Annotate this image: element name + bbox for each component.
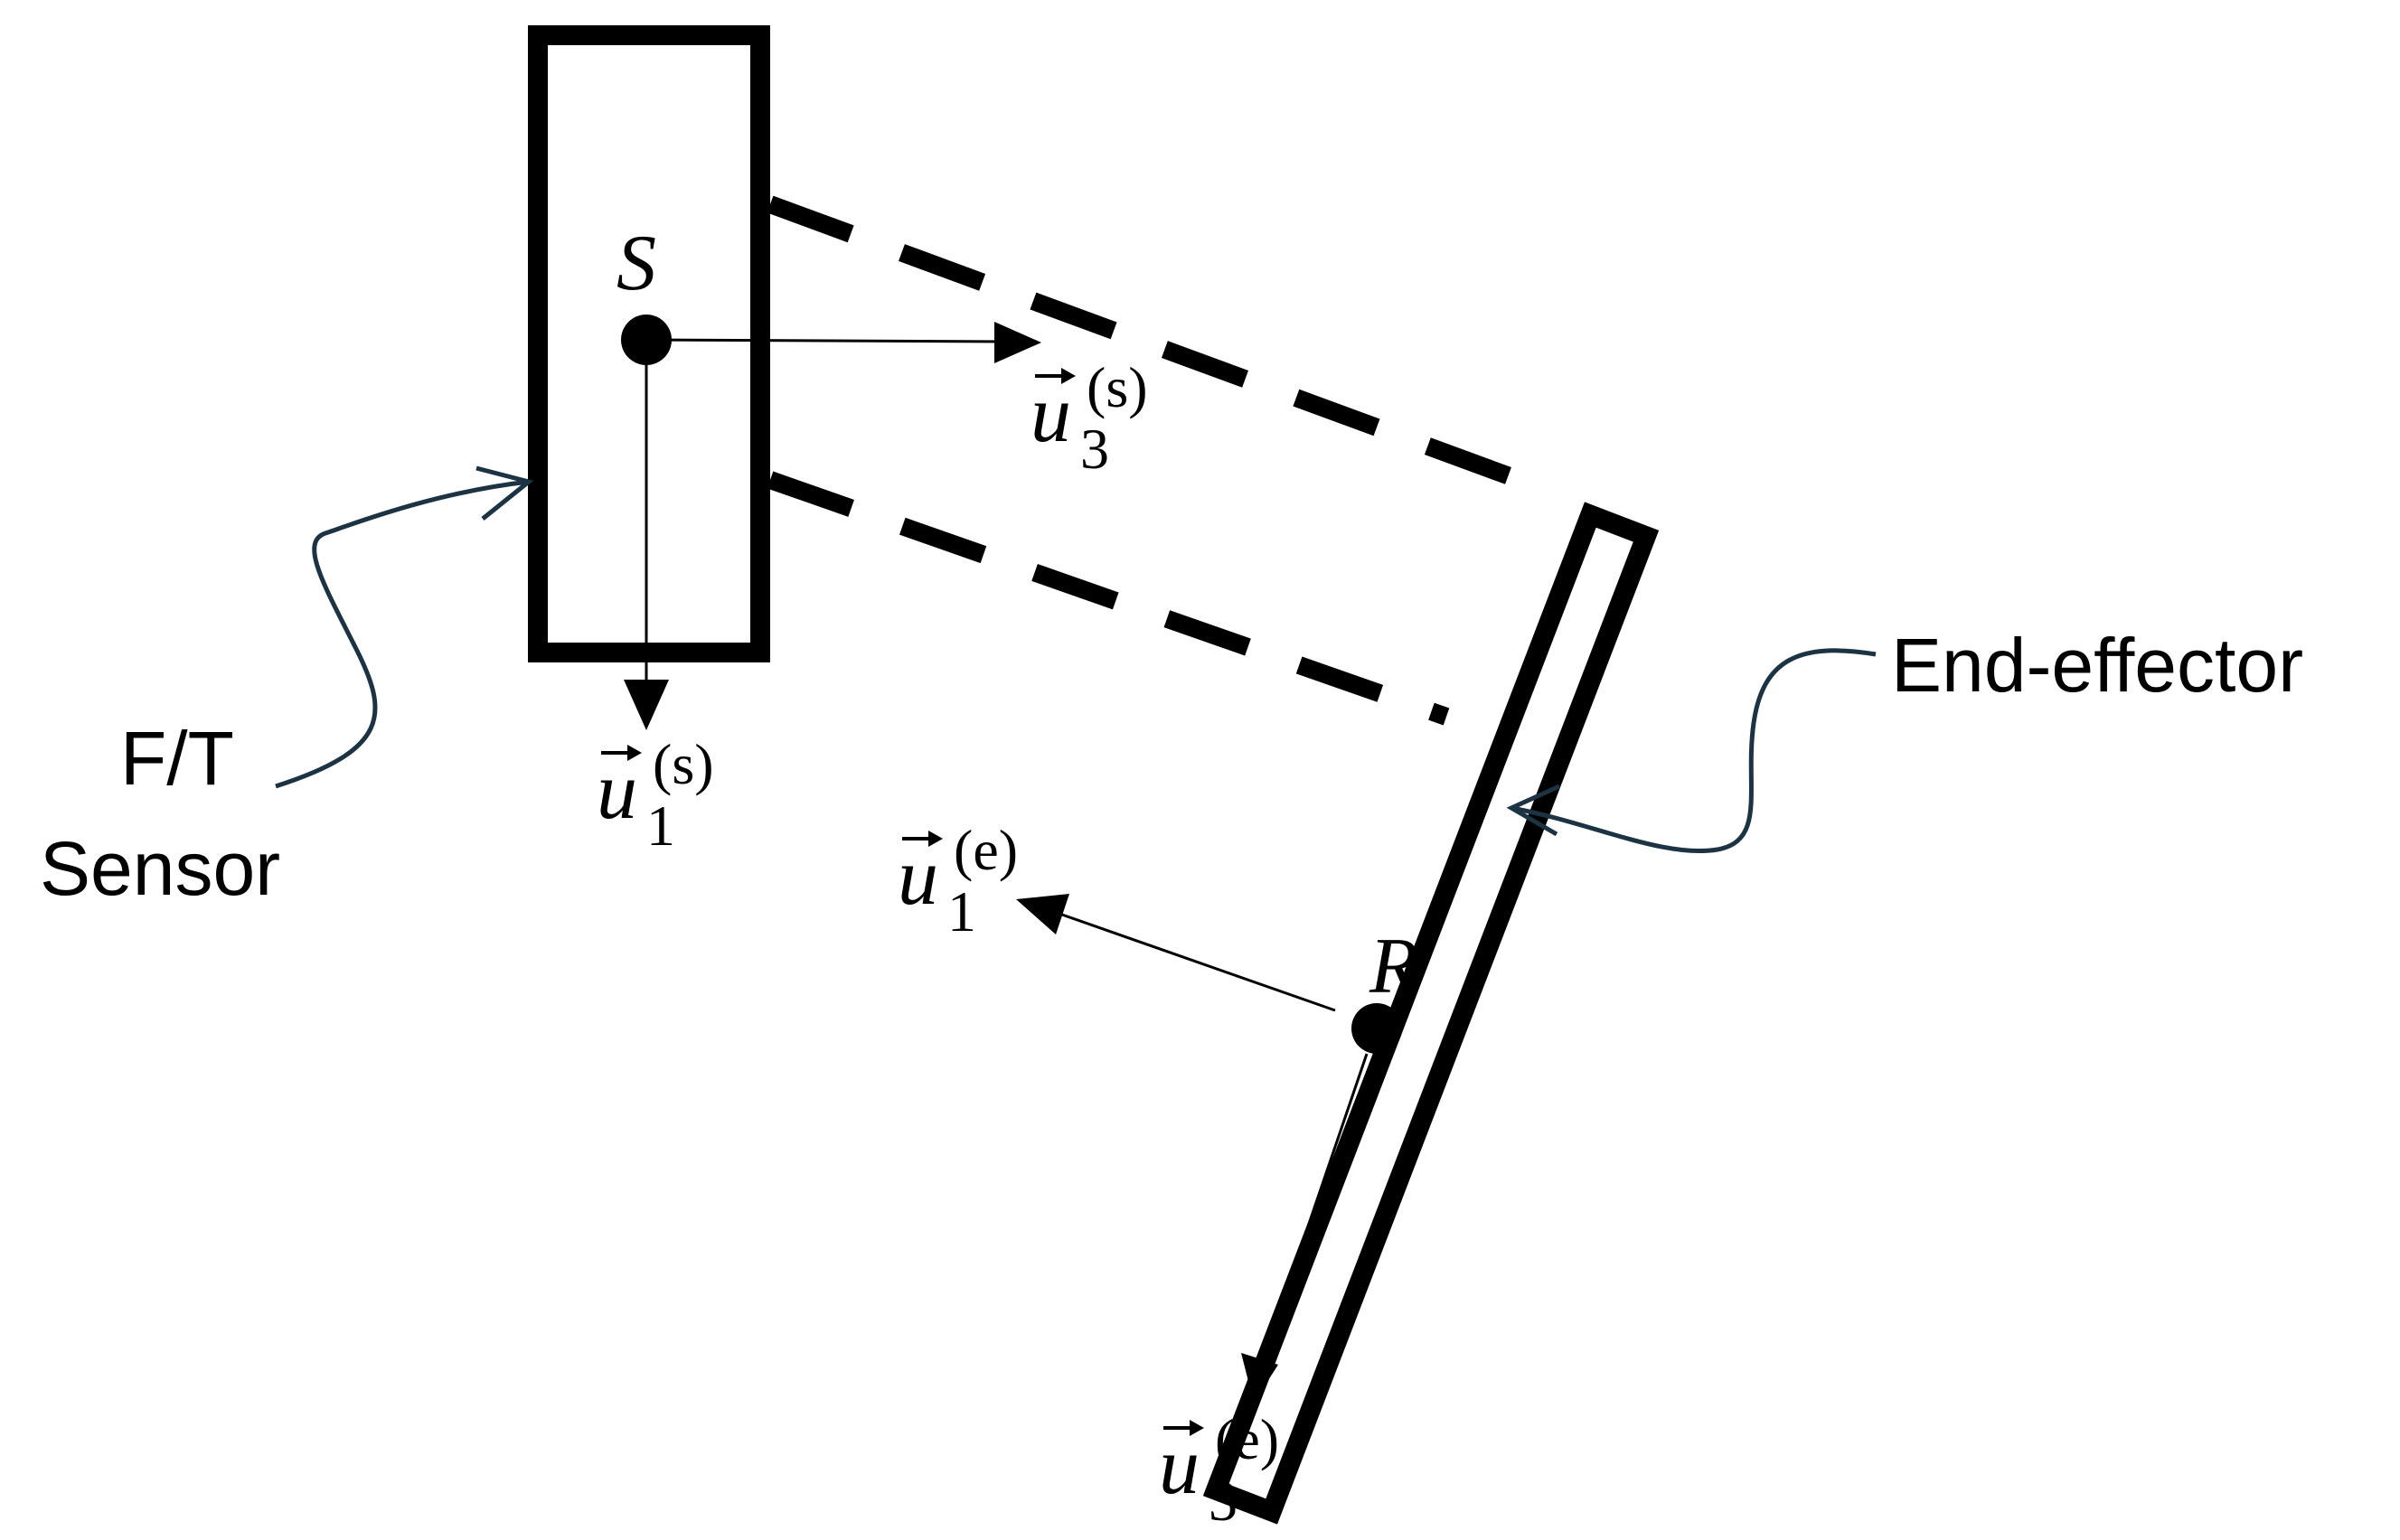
svg-text:(e): (e) — [1215, 1407, 1279, 1471]
dashed-link-upper — [767, 195, 1540, 495]
svg-text:(s): (s) — [653, 732, 714, 796]
end-effector-body — [1202, 502, 1660, 1525]
svg-text:u: u — [1159, 1422, 1200, 1511]
svg-text:u: u — [597, 747, 637, 836]
axis-u3s-shaft — [645, 338, 1004, 343]
point-r-dot — [1351, 1003, 1402, 1054]
point-s-label: S — [616, 220, 656, 307]
point-r-label: R — [1369, 923, 1418, 1010]
svg-text:1: 1 — [646, 793, 675, 858]
axis-u3e-shaft — [1262, 1053, 1369, 1357]
axis-u1e-shaft — [1059, 912, 1336, 1012]
end-effector-label: End-effector — [1891, 623, 2303, 708]
axis-u3e-arrowhead — [1241, 1353, 1278, 1403]
ft-sensor-callout-arrowhead — [475, 465, 534, 521]
svg-text:u: u — [1031, 370, 1071, 459]
svg-text:1: 1 — [947, 879, 976, 944]
ft-sensor-callout-line — [275, 479, 530, 789]
svg-text:3: 3 — [1080, 417, 1109, 481]
dashed-link-lower — [767, 471, 1450, 726]
svg-text:3: 3 — [1209, 1469, 1238, 1533]
end-effector-callout-arrowhead — [1506, 784, 1561, 837]
vector-label-u3s: u 3 (s) — [1031, 355, 1148, 481]
svg-text:(e): (e) — [954, 818, 1018, 882]
svg-text:(s): (s) — [1087, 355, 1148, 419]
end-effector-callout-line — [1511, 648, 1877, 854]
axis-u1s-arrowhead — [624, 680, 669, 730]
axis-u3s-arrowhead — [994, 322, 1041, 363]
ft-sensor-label-line2: Sensor — [40, 826, 280, 911]
axis-u1e-arrowhead — [1016, 894, 1069, 934]
vector-label-u1e: u 1 (e) — [898, 818, 1018, 944]
vector-label-u3e: u 3 (e) — [1159, 1407, 1279, 1533]
svg-text:u: u — [898, 832, 938, 922]
ft-sensor-body — [528, 25, 770, 662]
ft-sensor-label-line1: F/T — [120, 716, 234, 801]
vector-label-u1s: u 1 (s) — [597, 732, 714, 858]
